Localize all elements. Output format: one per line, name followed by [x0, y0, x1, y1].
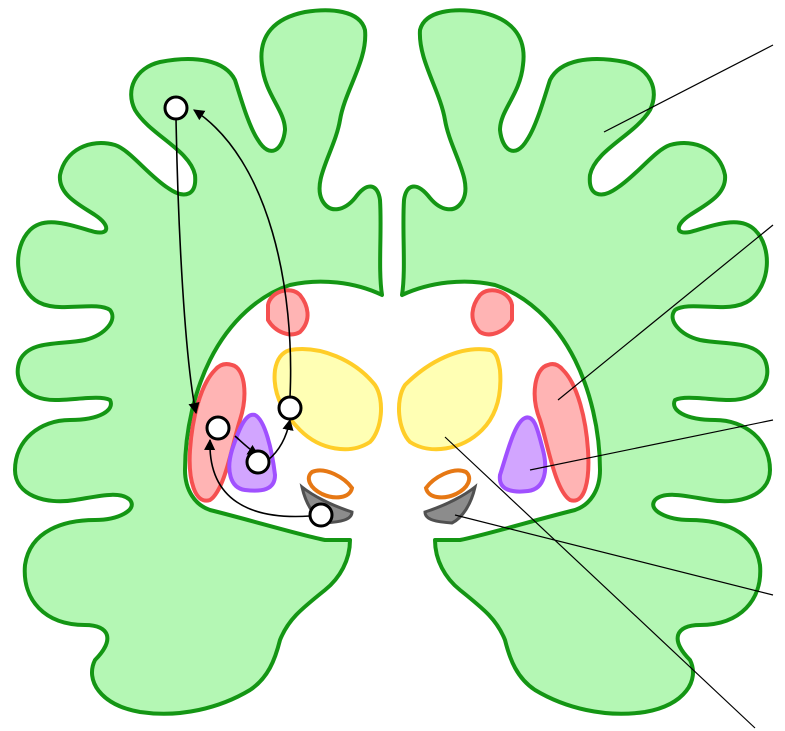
striatum-node: [207, 417, 229, 439]
left-subthalamic-nucleus: [309, 470, 352, 497]
right-thalamus: [399, 349, 500, 449]
pallidum-node: [247, 451, 269, 473]
right-subthalamic-nucleus: [426, 470, 469, 497]
right-caudate: [472, 290, 512, 334]
thalamus-node: [279, 397, 301, 419]
cortex-node: [165, 97, 187, 119]
nigra-node: [310, 504, 332, 526]
right-globus-pallidus: [500, 417, 545, 491]
